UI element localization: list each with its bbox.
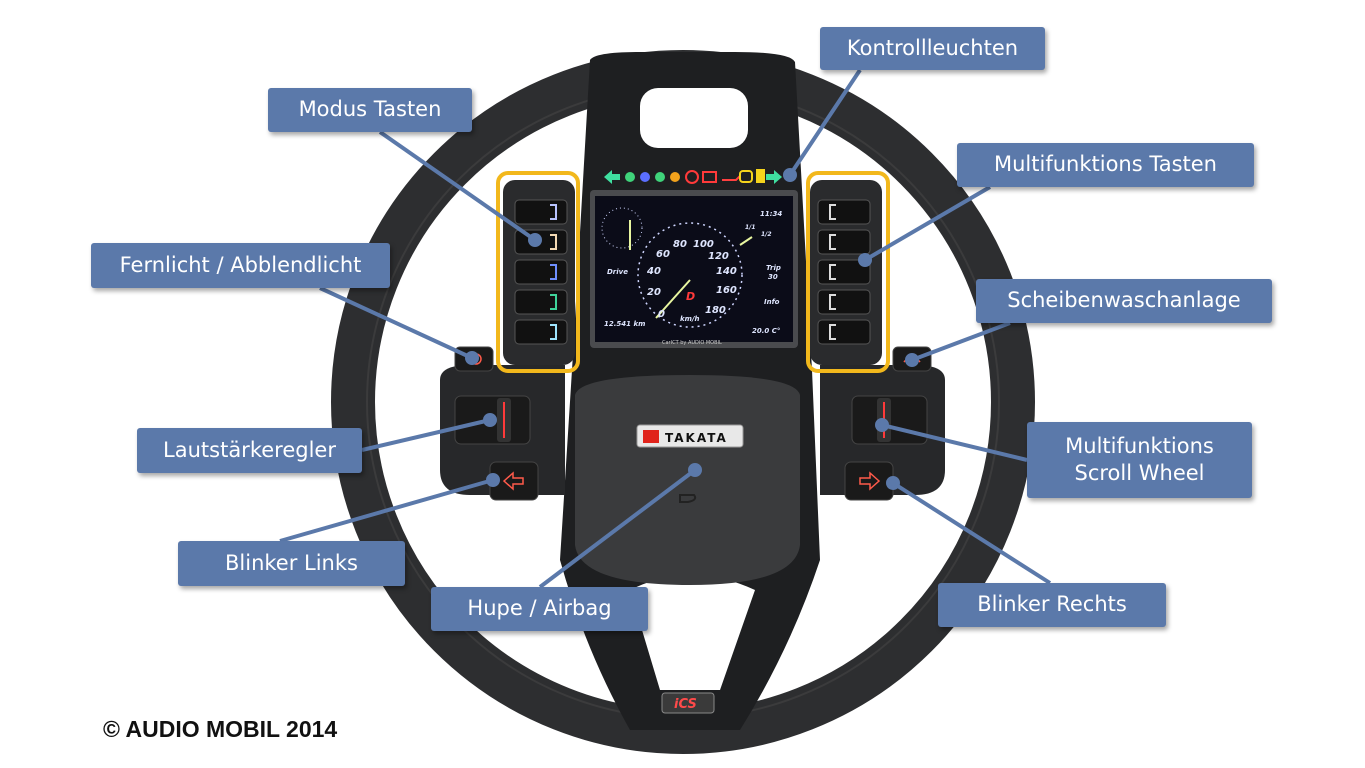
ics-badge bbox=[661, 692, 715, 714]
speed-120: 120 bbox=[708, 251, 729, 262]
speed-100: 100 bbox=[693, 239, 714, 250]
display-footer: CarICT by AUDIO MOBIL bbox=[662, 340, 722, 346]
label-fernlicht: Fernlicht / Abblendlicht bbox=[91, 243, 390, 288]
spine-opening bbox=[640, 88, 748, 148]
trip-label: Trip bbox=[766, 264, 781, 272]
trip-value: 30 bbox=[768, 273, 778, 281]
warning-lights bbox=[604, 169, 782, 184]
multifunction-buttons-highlight bbox=[806, 171, 890, 373]
drive-mode: Drive bbox=[607, 268, 628, 276]
instrument-display bbox=[595, 196, 793, 342]
speed-160: 160 bbox=[716, 285, 737, 296]
clock: 11:34 bbox=[760, 210, 782, 218]
label-kontrollleuchten: Kontrollleuchten bbox=[820, 27, 1045, 70]
speed-unit: km/h bbox=[680, 315, 700, 323]
speed-0: 0 bbox=[658, 309, 665, 320]
label-scheibenwaschanlage: Scheibenwaschanlage bbox=[976, 279, 1272, 323]
label-lautstaerkeregler: Lautstärkeregler bbox=[137, 428, 362, 473]
speed-180: 180 bbox=[705, 305, 726, 316]
label-scroll-wheel: Multifunktions Scroll Wheel bbox=[1027, 422, 1252, 498]
info-label: Info bbox=[764, 298, 780, 306]
airbag-pad bbox=[575, 375, 800, 585]
multifunction-buttons bbox=[817, 199, 871, 345]
mode-buttons-highlight bbox=[496, 171, 580, 373]
ics-text: iCS bbox=[674, 697, 697, 712]
copyright: © AUDIO MOBIL 2014 bbox=[103, 716, 338, 742]
callout-lines bbox=[279, 68, 1052, 589]
fuel-half: 1/2 bbox=[761, 231, 772, 238]
speed-40: 40 bbox=[646, 266, 661, 277]
horn-icon bbox=[679, 494, 697, 503]
label-blinker-links: Blinker Links bbox=[178, 541, 405, 586]
speed-60: 60 bbox=[656, 249, 670, 260]
gear-indicator: D bbox=[686, 290, 695, 303]
temperature: 20.0 C° bbox=[752, 327, 780, 335]
label-modus-tasten: Modus Tasten bbox=[268, 88, 472, 132]
odometer: 12.541 km bbox=[604, 320, 645, 328]
speed-80: 80 bbox=[673, 239, 687, 250]
right-turn-button bbox=[844, 461, 894, 501]
takata-badge bbox=[636, 424, 744, 448]
speed-20: 20 bbox=[647, 287, 661, 298]
label-scroll-wheel-line2: Scroll Wheel bbox=[1074, 461, 1205, 485]
label-hupe-airbag: Hupe / Airbag bbox=[431, 587, 648, 631]
mode-buttons bbox=[514, 199, 568, 345]
label-blinker-rechts: Blinker Rechts bbox=[938, 583, 1166, 627]
takata-text: TAKATA bbox=[665, 431, 728, 445]
label-scroll-wheel-line1: Multifunktions bbox=[1065, 433, 1214, 458]
speed-140: 140 bbox=[716, 266, 737, 277]
fuel-full: 1/1 bbox=[745, 224, 756, 231]
label-multifunktions-tasten: Multifunktions Tasten bbox=[957, 143, 1254, 187]
